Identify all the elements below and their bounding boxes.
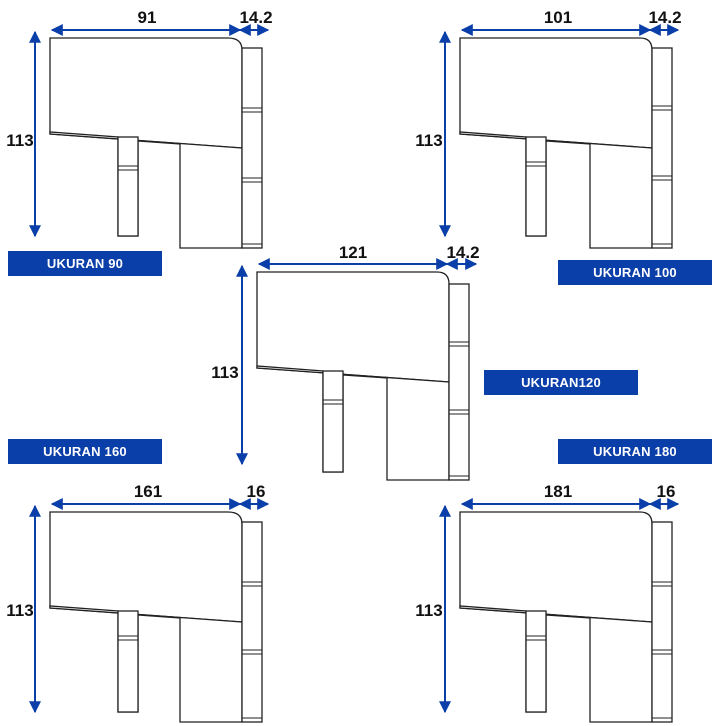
height-value: 113 <box>6 131 33 150</box>
width-value: 121 <box>339 243 367 262</box>
headboard-drawing <box>256 271 470 481</box>
svg-text:UKURAN 100: UKURAN 100 <box>593 265 677 280</box>
svg-text:UKURAN 160: UKURAN 160 <box>43 444 127 459</box>
depth-value: 16 <box>657 482 676 501</box>
height-value: 113 <box>6 601 33 620</box>
width-value: 101 <box>544 8 572 27</box>
headboard-drawing <box>459 37 673 249</box>
headboard-drawing <box>49 511 263 723</box>
height-value: 113 <box>211 363 238 382</box>
size-badge: UKURAN 90 <box>8 251 162 276</box>
svg-text:UKURAN 90: UKURAN 90 <box>47 256 123 271</box>
headboard-drawing <box>49 37 263 249</box>
size-badge: UKURAN 180 <box>558 439 712 464</box>
depth-value: 14.2 <box>239 8 272 27</box>
width-value: 91 <box>138 8 157 27</box>
depth-value: 14.2 <box>446 243 479 262</box>
svg-text:UKURAN120: UKURAN120 <box>521 375 601 390</box>
depth-value: 16 <box>247 482 266 501</box>
depth-value: 14.2 <box>648 8 681 27</box>
width-value: 161 <box>134 482 162 501</box>
height-value: 113 <box>415 601 442 620</box>
size-badge: UKURAN 160 <box>8 439 162 464</box>
size-badge: UKURAN 100 <box>558 260 712 285</box>
height-value: 113 <box>415 131 442 150</box>
width-value: 181 <box>544 482 572 501</box>
svg-text:UKURAN 180: UKURAN 180 <box>593 444 677 459</box>
size-badge: UKURAN120 <box>484 370 638 395</box>
headboard-drawing <box>459 511 673 723</box>
